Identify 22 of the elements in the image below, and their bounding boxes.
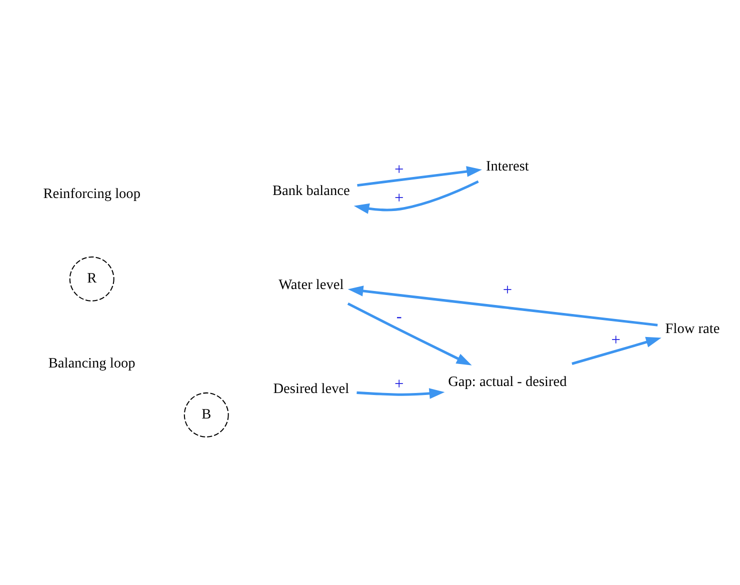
label: Balancing loop <box>48 356 136 372</box>
edge-label: - <box>396 306 402 326</box>
arrow <box>347 302 472 366</box>
node-text: Gap: actual - desired <box>448 374 567 390</box>
node-text: Water level <box>278 276 344 293</box>
node-text: Desired level <box>273 381 350 398</box>
arrow <box>572 336 662 365</box>
edge-label: + <box>394 188 404 208</box>
arrow <box>354 180 479 214</box>
arrow <box>348 286 658 326</box>
node-text: Bank balance <box>272 182 350 199</box>
label: R <box>87 270 97 287</box>
arrow <box>356 388 445 399</box>
node-text: Interest <box>486 158 529 174</box>
edge-label: + <box>394 159 404 178</box>
node-text: Flow rate <box>665 320 720 337</box>
edge-label: + <box>502 280 512 300</box>
label: Reinforcing loop <box>43 186 140 202</box>
label: B <box>202 406 212 423</box>
edge-label: + <box>394 374 404 394</box>
arrow <box>357 166 482 187</box>
edge-label: + <box>611 330 620 350</box>
